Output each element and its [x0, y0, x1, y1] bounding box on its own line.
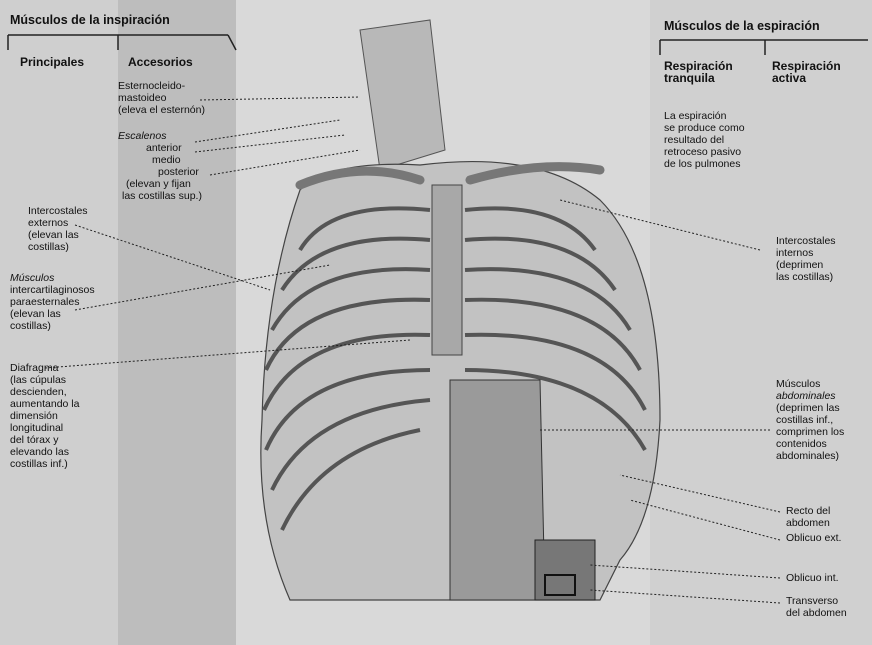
label-intercartilaginosos: Músculos intercartilaginosos paraesterna…	[10, 272, 95, 332]
col-accesorios: Accesorios	[128, 56, 193, 68]
label-intercostales-internos: Intercostales internos (deprimen las cos…	[776, 235, 836, 283]
label-intercostales-externos: Intercostales externos (elevan las costi…	[28, 205, 88, 253]
label-abdominales: Músculos abdominales (deprimen las costi…	[776, 378, 844, 462]
sternum	[432, 185, 462, 355]
rectus-abdominis	[450, 380, 545, 600]
inspiration-title: Músculos de la inspiración	[10, 14, 170, 26]
label-transverso: Transverso del abdomen	[786, 595, 847, 619]
label-tranquila-text: La espiración se produce como resultado …	[664, 110, 745, 170]
col-tranquila: Respiración tranquila	[664, 60, 733, 84]
col-activa: Respiración activa	[772, 60, 841, 84]
col-principales: Principales	[20, 56, 84, 68]
label-recto-abdomen: Recto del abdomen	[786, 505, 830, 529]
label-escalenos: Escalenos anterior medio posterior (elev…	[118, 130, 202, 202]
label-oblicuo-int: Oblicuo int.	[786, 572, 839, 584]
label-oblicuo-ext: Oblicuo ext.	[786, 532, 841, 544]
neck	[360, 20, 445, 170]
expiration-title: Músculos de la espiración	[664, 20, 820, 32]
header-rules	[8, 35, 868, 55]
label-diafragma: Diafragma (las cúpulas descienden, aumen…	[10, 362, 79, 470]
label-esternocleidomastoideo: Esternocleido- mastoideo (eleva el ester…	[118, 80, 205, 116]
